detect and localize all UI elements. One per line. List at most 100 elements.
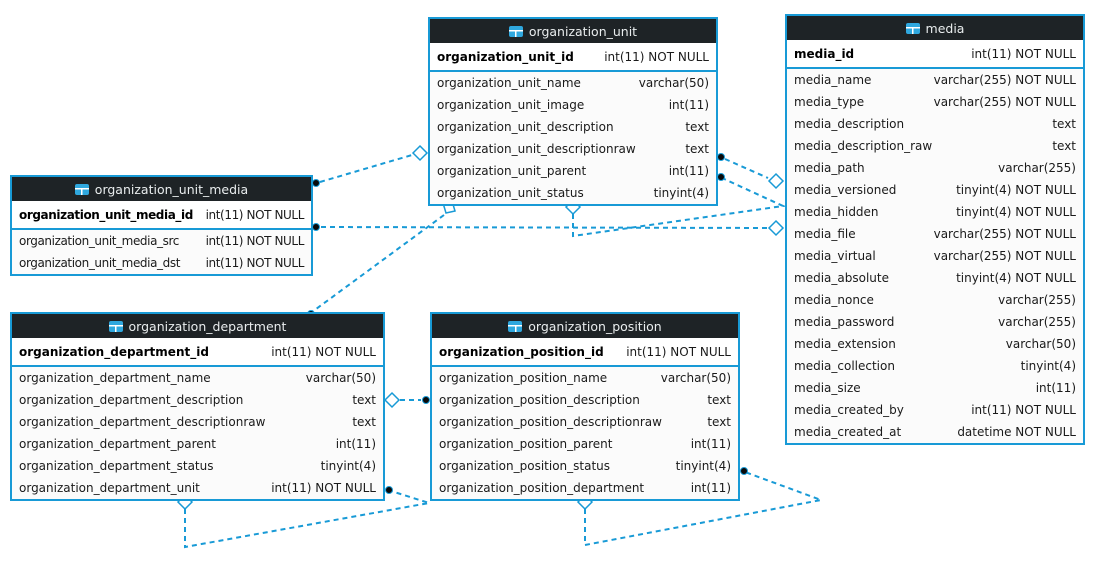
relationship-unit-media-to-unit[interactable] xyxy=(312,144,429,187)
column-row: organization_department_name varchar(50) xyxy=(12,367,383,389)
column-name: media_description_raw xyxy=(794,139,933,153)
column-type: varchar(50) xyxy=(660,371,731,385)
column-type: tinyint(4) xyxy=(320,459,376,473)
column-type: text xyxy=(352,415,376,429)
column-row: media_password varchar(255) xyxy=(787,311,1083,333)
column-row: media_virtual varchar(255) NOT NULL xyxy=(787,245,1083,267)
column-name: organization_position_descriptionraw xyxy=(439,415,662,429)
column-type: text xyxy=(707,393,731,407)
column-type: varchar(255) NOT NULL xyxy=(933,227,1076,241)
column-name: media_hidden xyxy=(794,205,879,219)
column-row: organization_department_description text xyxy=(12,389,383,411)
pk-column-type: int(11) NOT NULL xyxy=(271,344,376,359)
column-type: int(11) xyxy=(690,481,731,495)
db-table[interactable]: organization_position organization_posit… xyxy=(430,312,740,501)
primary-key-row: media_id int(11) NOT NULL xyxy=(787,40,1083,69)
column-row: organization_unit_media_dst int(11) NOT … xyxy=(12,252,311,274)
table-title: organization_department xyxy=(128,318,287,334)
column-row: media_file varchar(255) NOT NULL xyxy=(787,223,1083,245)
column-name: organization_department_status xyxy=(19,459,214,473)
column-row: organization_department_status tinyint(4… xyxy=(12,455,383,477)
column-name: media_path xyxy=(794,161,865,175)
column-type: text xyxy=(352,393,376,407)
table-title: organization_position xyxy=(528,318,662,334)
column-name: media_absolute xyxy=(794,271,889,285)
db-table[interactable]: organization_unit_media organization_uni… xyxy=(10,175,313,276)
table-title: organization_unit_media xyxy=(94,181,249,197)
column-type: int(11) NOT NULL xyxy=(971,403,1076,417)
primary-key-row: organization_unit_id int(11) NOT NULL xyxy=(430,43,716,72)
column-type: varchar(50) xyxy=(1005,337,1076,351)
column-row: organization_unit_status tinyint(4) xyxy=(430,182,716,204)
column-type: int(11) NOT NULL xyxy=(271,481,376,495)
relationship-unit-to-media[interactable] xyxy=(717,153,785,190)
table-header[interactable]: organization_position xyxy=(432,314,738,338)
relationship-unit-media-to-media[interactable] xyxy=(312,219,785,237)
column-type: text xyxy=(685,120,709,134)
table-grid-icon xyxy=(508,25,523,37)
column-name: organization_position_description xyxy=(439,393,640,407)
column-row: media_extension varchar(50) xyxy=(787,333,1083,355)
column-name: organization_position_department xyxy=(439,481,645,495)
column-row: organization_unit_media_src int(11) NOT … xyxy=(12,230,311,252)
table-grid-icon xyxy=(905,22,920,34)
column-type: int(11) xyxy=(668,98,709,112)
column-row: media_name varchar(255) NOT NULL xyxy=(787,69,1083,91)
primary-key-row: organization_position_id int(11) NOT NUL… xyxy=(432,338,738,367)
column-name: media_name xyxy=(794,73,872,87)
column-name: organization_unit_description xyxy=(437,120,614,134)
column-name: organization_unit_descriptionraw xyxy=(437,142,636,156)
column-row: organization_unit_image int(11) xyxy=(430,94,716,116)
column-rows: organization_position_name varchar(50) o… xyxy=(432,367,738,499)
column-name: media_virtual xyxy=(794,249,876,263)
column-row: media_nonce varchar(255) xyxy=(787,289,1083,311)
table-header[interactable]: organization_department xyxy=(12,314,383,338)
table-grid-icon xyxy=(108,320,123,332)
column-row: organization_position_status tinyint(4) xyxy=(432,455,738,477)
column-row: organization_position_name varchar(50) xyxy=(432,367,738,389)
db-table[interactable]: organization_unit organization_unit_id i… xyxy=(428,17,718,206)
column-row: media_versioned tinyint(4) NOT NULL xyxy=(787,179,1083,201)
column-name: media_size xyxy=(794,381,861,395)
column-type: tinyint(4) xyxy=(675,459,731,473)
column-name: media_created_by xyxy=(794,403,904,417)
pk-column-name: media_id xyxy=(794,46,855,61)
column-row: organization_department_unit int(11) NOT… xyxy=(12,477,383,499)
column-row: organization_unit_description text xyxy=(430,116,716,138)
db-table[interactable]: organization_department organization_dep… xyxy=(10,312,385,501)
column-name: organization_unit_image xyxy=(437,98,585,112)
column-name: media_file xyxy=(794,227,856,241)
column-type: int(11) NOT NULL xyxy=(205,234,305,248)
pk-column-type: int(11) NOT NULL xyxy=(971,46,1076,61)
column-row: organization_position_descriptionraw tex… xyxy=(432,411,738,433)
column-name: media_versioned xyxy=(794,183,897,197)
table-header[interactable]: organization_unit_media xyxy=(12,177,311,201)
column-type: varchar(255) NOT NULL xyxy=(933,73,1076,87)
table-header[interactable]: media xyxy=(787,16,1083,40)
table-title: media xyxy=(925,20,965,36)
column-type: int(11) NOT NULL xyxy=(205,256,305,270)
column-name: organization_department_parent xyxy=(19,437,216,451)
column-name: organization_unit_name xyxy=(437,76,581,90)
column-row: organization_department_descriptionraw t… xyxy=(12,411,383,433)
column-type: varchar(50) xyxy=(638,76,709,90)
column-type: datetime NOT NULL xyxy=(957,425,1076,439)
column-type: varchar(50) xyxy=(305,371,376,385)
column-type: int(11) xyxy=(1035,381,1076,395)
db-table[interactable]: media media_id int(11) NOT NULL media_na… xyxy=(785,14,1085,445)
column-type: tinyint(4) NOT NULL xyxy=(956,271,1076,285)
column-name: organization_unit_media_dst xyxy=(19,256,181,270)
column-type: tinyint(4) NOT NULL xyxy=(956,183,1076,197)
column-row: media_size int(11) xyxy=(787,377,1083,399)
table-header[interactable]: organization_unit xyxy=(430,19,716,43)
table-grid-icon xyxy=(508,320,523,332)
primary-key-row: organization_department_id int(11) NOT N… xyxy=(12,338,383,367)
column-name: media_nonce xyxy=(794,293,874,307)
relationship-position-to-department[interactable] xyxy=(383,391,430,409)
column-row: media_description text xyxy=(787,113,1083,135)
pk-column-type: int(11) NOT NULL xyxy=(626,344,731,359)
pk-column-name: organization_unit_media_id xyxy=(19,207,193,222)
column-name: media_created_at xyxy=(794,425,902,439)
column-type: text xyxy=(1052,117,1076,131)
